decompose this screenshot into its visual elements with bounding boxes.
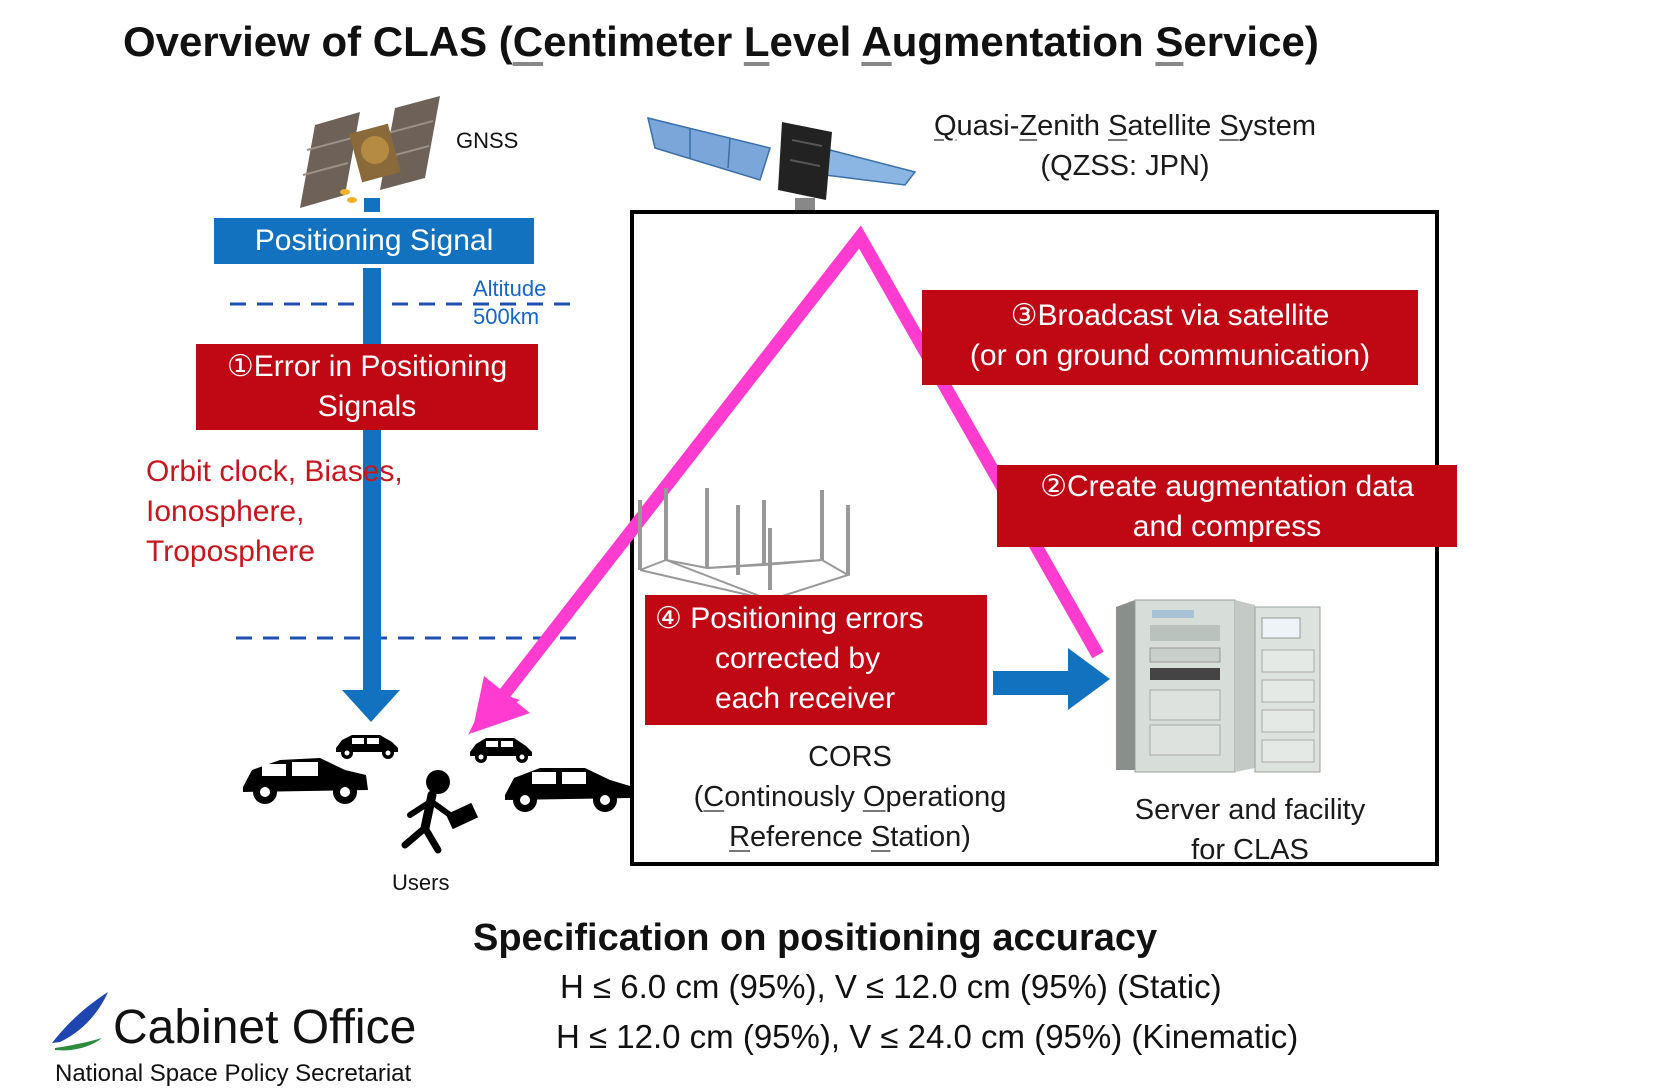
altitude-label-line1: Altitude — [473, 276, 547, 301]
cors-initial: R — [729, 821, 751, 853]
gnss-satellite-icon — [300, 96, 440, 208]
page-title: Overview of CLAS (Centimeter Level Augme… — [123, 18, 1319, 66]
error-source-line: Ionosphere, — [146, 495, 305, 528]
title-initial-a: A — [861, 18, 892, 65]
title-initial-l: L — [743, 18, 770, 65]
title-word: evel — [769, 18, 862, 65]
qzss-label-line1: Quasi-Zenith Satellite System — [925, 106, 1325, 146]
logo-name: Cabinet Office — [113, 1001, 417, 1054]
qzss-initial: Q — [933, 110, 957, 142]
title-initial-c: C — [512, 18, 544, 65]
step1-line1: ①Error in Positioning — [226, 350, 508, 383]
error-sources-text: Orbit clock, Biases, Ionosphere, Troposp… — [146, 452, 403, 572]
qzss-initial: Z — [1019, 110, 1038, 142]
positioning-signal-box: Positioning Signal — [214, 218, 534, 264]
qzss-label-line2: (QZSS: JPN) — [1040, 150, 1210, 182]
server-label-line1: Server and facility — [1134, 794, 1366, 826]
altitude-label-line2: 500km — [473, 304, 540, 329]
step3-line1: ③Broadcast via satellite — [1010, 299, 1330, 332]
logo-subtitle: National Space Policy Secretariat — [55, 1060, 412, 1087]
qzss-word: enith — [1037, 110, 1109, 142]
step2-line2: and compress — [1132, 510, 1322, 543]
cors-word: perationg — [885, 781, 1007, 813]
step4-line3: each receiver — [715, 682, 896, 715]
qzss-initial: S — [1219, 110, 1239, 142]
cors-antenna-icon — [638, 488, 851, 602]
qzss-label: Quasi-Zenith Satellite System (QZSS: JPN… — [925, 106, 1325, 186]
cors-label-line3: Reference Station) — [640, 817, 1060, 857]
title-word: ugmentation — [891, 18, 1156, 65]
step2-line1: ②Create augmentation data — [1040, 470, 1414, 503]
qzss-word: uasi- — [956, 110, 1020, 142]
spec-title: Specification on positioning accuracy — [473, 917, 1158, 959]
cabinet-office-logo-icon — [52, 992, 108, 1051]
cors-paren: ( — [693, 781, 704, 813]
server-label: Server and facility for CLAS — [1090, 790, 1410, 870]
cors-initial: O — [862, 781, 886, 813]
car-icon — [470, 738, 532, 763]
error-source-line: Orbit clock, Biases, — [146, 455, 403, 488]
step4-correction-box: ④ Positioning errors corrected by each r… — [645, 595, 987, 725]
cors-label-line2: (Continously Operationg — [640, 777, 1060, 817]
car-icon — [505, 768, 630, 812]
car-icon — [336, 735, 398, 759]
signal-arrow-head — [342, 690, 400, 722]
title-word: ervice) — [1183, 18, 1319, 65]
step3-line2: (or on ground communication) — [969, 339, 1371, 372]
server-label-line2: for CLAS — [1191, 834, 1309, 866]
data-arrow-shaft — [993, 671, 1069, 695]
cors-label: CORS (Continously Operationg Reference S… — [640, 737, 1060, 857]
cors-label-line1: CORS — [808, 741, 892, 773]
cors-initial: C — [703, 781, 725, 813]
cors-word: eference — [750, 821, 871, 853]
cors-word: tation) — [890, 821, 971, 853]
broadcast-arrow-head-fill — [472, 676, 530, 733]
qzss-satellite-icon — [646, 116, 917, 210]
altitude-label: Altitude 500km — [473, 275, 546, 331]
gnss-label: GNSS — [456, 128, 519, 153]
walking-person-icon — [401, 770, 479, 854]
step1-error-box: ①Error in Positioning Signals — [196, 344, 538, 430]
title-word: entimeter — [543, 18, 744, 65]
title-initial-s: S — [1155, 18, 1184, 65]
users-label: Users — [392, 870, 450, 895]
server-icon — [1116, 599, 1321, 773]
qzss-word: atellite — [1127, 110, 1220, 142]
spec-static: H ≤ 6.0 cm (95%), V ≤ 12.0 cm (95%) (Sta… — [560, 968, 1222, 1005]
spec-kinematic: H ≤ 12.0 cm (95%), V ≤ 24.0 cm (95%) (Ki… — [556, 1018, 1299, 1055]
step4-line1: ④ Positioning errors — [655, 602, 924, 635]
cors-initial: S — [870, 821, 891, 853]
qzss-word: ystem — [1238, 110, 1316, 142]
title-prefix: Overview of CLAS ( — [123, 18, 513, 65]
cors-word: ontinously — [724, 781, 863, 813]
step2-create-box: ②Create augmentation data and compress — [997, 465, 1457, 547]
car-icon — [243, 758, 368, 804]
step1-line2: Signals — [317, 390, 417, 423]
qzss-initial: S — [1108, 110, 1128, 142]
error-source-line: Troposphere — [146, 535, 315, 568]
signal-stub — [364, 198, 380, 212]
step4-line2: corrected by — [715, 642, 881, 675]
step3-broadcast-box: ③Broadcast via satellite (or on ground c… — [922, 290, 1418, 385]
data-arrow-head — [1068, 648, 1110, 710]
